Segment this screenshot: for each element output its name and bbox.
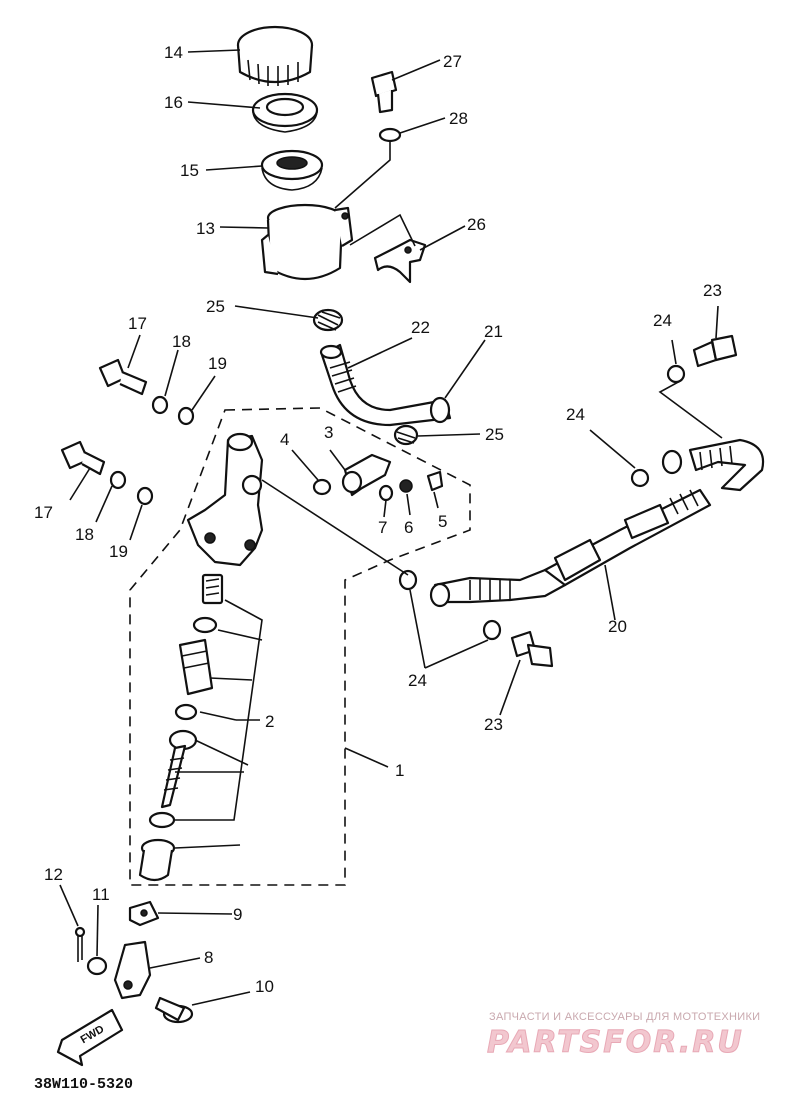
screw-5 <box>426 470 444 492</box>
label-26: 26 <box>467 215 486 234</box>
nut-6 <box>399 479 413 493</box>
label-12: 12 <box>44 865 63 884</box>
label-21: 21 <box>484 322 503 341</box>
cup-seal <box>192 616 218 634</box>
assembly-boundary <box>129 407 471 886</box>
diaphragm <box>260 149 324 191</box>
label-10: 10 <box>255 977 274 996</box>
label-24-c: 24 <box>408 671 427 690</box>
label-25-top: 25 <box>206 297 225 316</box>
forward-arrow: FWD <box>56 1008 124 1067</box>
label-19-low: 19 <box>109 542 128 561</box>
piston-seal <box>174 703 198 721</box>
leader-lines <box>59 49 723 1006</box>
label-9: 9 <box>233 905 242 924</box>
circlip <box>148 811 176 829</box>
label-7: 7 <box>378 518 387 537</box>
label-18-low: 18 <box>75 525 94 544</box>
label-17-top: 17 <box>128 314 147 333</box>
washer-24-a <box>666 364 686 384</box>
bolt-23-lower <box>510 630 554 668</box>
washer-11 <box>86 956 108 976</box>
label-27: 27 <box>443 52 462 71</box>
clevis-8 <box>113 940 152 1000</box>
bolt-27 <box>370 70 398 114</box>
watermark: ЗАПЧАСТИ И АКСЕССУАРЫ ДЛЯ МОТОТЕХНИКИ PA… <box>487 1011 761 1061</box>
washer-19-lower <box>136 486 154 506</box>
label-1: 1 <box>395 761 404 780</box>
label-19-top: 19 <box>208 354 227 373</box>
bolt-23-upper <box>692 334 738 368</box>
label-28: 28 <box>449 109 468 128</box>
label-13: 13 <box>196 219 215 238</box>
label-20: 20 <box>608 617 627 636</box>
bracket-26 <box>373 238 427 284</box>
part-labels: 14 16 15 13 27 28 26 25 22 21 25 23 24 2… <box>34 43 722 996</box>
reservoir-cap <box>236 25 314 86</box>
brake-hose <box>429 438 765 608</box>
hose-union-3 <box>341 453 392 497</box>
washer-18-upper <box>151 395 169 415</box>
washer-19-upper <box>177 406 195 426</box>
label-18-top: 18 <box>172 332 191 351</box>
label-23-low: 23 <box>484 715 503 734</box>
bolt-17-upper <box>98 358 148 396</box>
label-15: 15 <box>180 161 199 180</box>
washer-7 <box>378 484 394 502</box>
watermark-tagline: ЗАПЧАСТИ И АКСЕССУАРЫ ДЛЯ МОТОТЕХНИКИ <box>489 1011 760 1023</box>
label-3: 3 <box>324 423 333 442</box>
washer-24-b <box>630 468 650 488</box>
hose-clamp-lower <box>393 424 419 446</box>
label-2: 2 <box>265 712 274 731</box>
washer-24-d <box>482 619 502 641</box>
washer-24-c <box>398 569 418 591</box>
o-ring-4 <box>312 478 332 496</box>
label-6: 6 <box>404 518 413 537</box>
label-11: 11 <box>92 885 110 904</box>
cotter-pin-12 <box>74 926 86 962</box>
label-25-low: 25 <box>485 425 504 444</box>
washer-28 <box>378 127 402 143</box>
master-cylinder-body <box>186 432 264 567</box>
label-8: 8 <box>204 948 213 967</box>
watermark-logo: PARTSFOR.RU <box>487 1025 744 1060</box>
label-14: 14 <box>164 43 183 62</box>
label-5: 5 <box>438 512 447 531</box>
reservoir-hose <box>319 343 452 427</box>
reservoir-tank <box>260 203 354 280</box>
hose-clamp-upper <box>312 308 344 332</box>
bolt-17-lower <box>60 440 106 476</box>
label-17-low: 17 <box>34 503 53 522</box>
diaphragm-plate <box>251 92 319 133</box>
push-rod <box>160 729 198 809</box>
label-23-top: 23 <box>703 281 722 300</box>
label-4: 4 <box>280 430 289 449</box>
pin-10 <box>154 996 194 1024</box>
piston <box>178 638 214 696</box>
nut-9 <box>128 900 160 927</box>
washer-18-lower <box>109 470 127 490</box>
label-16: 16 <box>164 93 183 112</box>
label-24-a: 24 <box>653 311 672 330</box>
label-22: 22 <box>411 318 430 337</box>
label-24-b: 24 <box>566 405 585 424</box>
dust-boot <box>138 838 176 882</box>
diagram-code: 38W110-5320 <box>34 1076 133 1093</box>
